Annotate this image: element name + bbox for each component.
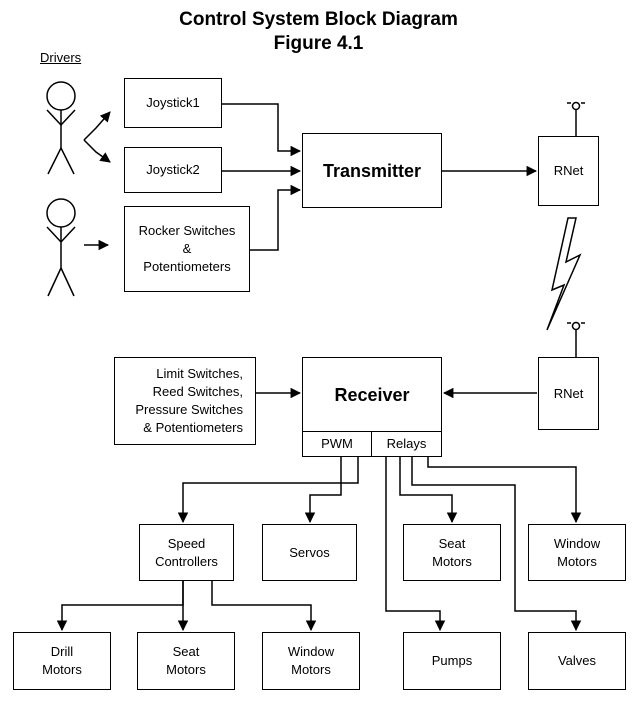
seat-motors-speed-block: Seat Motors [137, 632, 235, 690]
seat-motors-relay-label: Seat Motors [432, 535, 472, 569]
drivers-label: Drivers [40, 50, 82, 65]
joystick2-block: Joystick2 [124, 147, 222, 193]
pumps-label: Pumps [431, 653, 473, 668]
servos-label: Servos [289, 544, 330, 560]
pwm-label: PWM [321, 436, 353, 451]
window-motors-speed-block: Window Motors [262, 632, 360, 690]
speed-controllers-label: Speed Controllers [155, 535, 218, 569]
receiver-label: Receiver [334, 384, 410, 405]
transmitter-block: Transmitter [302, 133, 442, 208]
rnet-bottom-label: RNet [553, 385, 584, 401]
relays-label: Relays [386, 436, 427, 451]
rnet-bottom-block: RNet [538, 357, 599, 430]
window-motors-speed-label: Window Motors [287, 644, 335, 677]
sensors-block: Limit Switches, Reed Switches, Pressure … [114, 357, 256, 445]
seat-motors-relay-block: Seat Motors [403, 524, 501, 581]
joystick2-label: Joystick2 [146, 162, 200, 177]
drill-motors-block: Drill Motors [13, 632, 111, 690]
window-motors-relay-block: Window Motors [528, 524, 626, 581]
rocker-switches-block: Rocker Switches & Potentiometers [124, 206, 250, 292]
driver-figure-2 [46, 198, 76, 297]
rnet-top-label: RNet [553, 163, 584, 178]
receiver-block: Receiver [302, 357, 442, 432]
pwm-block: PWM [302, 431, 372, 457]
servos-block: Servos [262, 524, 357, 581]
rnet-top-block: RNet [538, 136, 599, 206]
joystick1-label: Joystick1 [146, 95, 200, 110]
relays-block: Relays [371, 431, 442, 457]
joystick1-block: Joystick1 [124, 78, 222, 128]
window-motors-relay-label: Window Motors [553, 535, 601, 569]
rocker-switches-label: Rocker Switches & Potentiometers [138, 223, 236, 274]
valves-label: Valves [557, 653, 597, 668]
pumps-block: Pumps [403, 632, 501, 690]
diagram-title: Control System Block Diagram [179, 9, 458, 30]
drill-motors-label: Drill Motors [42, 644, 82, 677]
sensors-label: Limit Switches, Reed Switches, Pressure … [135, 366, 243, 435]
transmitter-label: Transmitter [322, 160, 422, 181]
valves-block: Valves [528, 632, 626, 690]
speed-controllers-block: Speed Controllers [139, 524, 234, 581]
figure-number: Figure 4.1 [273, 33, 364, 54]
driver-figure-1 [46, 81, 76, 175]
seat-motors-speed-label: Seat Motors [166, 644, 206, 677]
